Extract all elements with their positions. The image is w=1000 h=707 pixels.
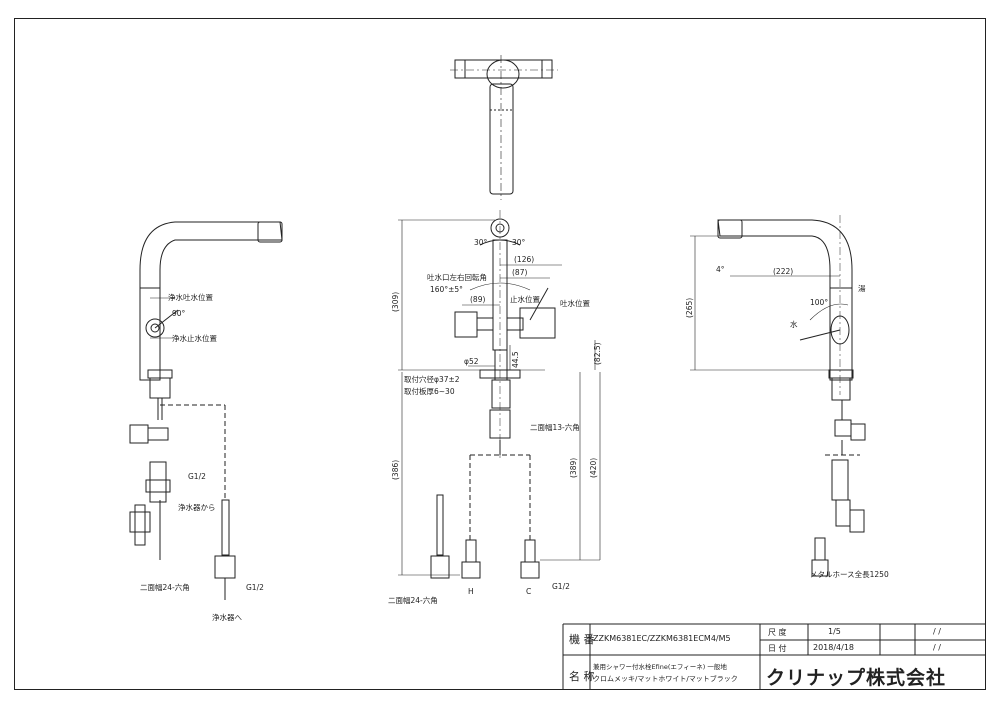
label-purified-spout-pos: 浄水吐水位置 xyxy=(168,292,213,302)
label-angle-4: 4° xyxy=(716,265,725,274)
label-water: 水 xyxy=(790,319,798,329)
label-dim-389: (389) xyxy=(569,458,578,478)
label-dim-89: (89) xyxy=(470,295,485,304)
label-dim-445: 44.5 xyxy=(511,351,520,368)
label-g12-left1: G1/2 xyxy=(188,472,206,481)
label-to-purifier: 浄水器へ xyxy=(212,612,242,622)
label-mount-thick: 取付板厚6~30 xyxy=(404,386,455,396)
label-dim-126: (126) xyxy=(514,255,534,264)
model-value: ZZKM6381EC/ZZKM6381ECM4/M5 xyxy=(593,634,731,643)
label-hex24-left: 二面幅24-六角 xyxy=(140,582,190,592)
label-angle-30-right: 30° xyxy=(512,238,526,247)
date-value: 2018/4/18 xyxy=(813,643,855,652)
model-label: 機 番 xyxy=(569,633,595,646)
label-hex13: 二面幅13-六角 xyxy=(530,422,580,432)
slash-1: / / xyxy=(933,627,941,636)
name-line-2: クロムメッキ/マットホワイト/マットブラック xyxy=(593,675,738,683)
name-line-1: 兼用シャワー付水栓Efine(エフィーネ) 一般地 xyxy=(593,663,727,671)
drawing-frame xyxy=(14,18,986,690)
label-dim-87: (87) xyxy=(512,268,527,277)
company-name: クリナップ株式会社 xyxy=(766,667,947,689)
title-block-grid xyxy=(562,623,986,690)
label-dim-420: (420) xyxy=(589,458,598,478)
label-dim-386: (386) xyxy=(391,460,400,480)
label-angle-90: 90° xyxy=(172,309,186,318)
scale-value: 1/5 xyxy=(828,627,841,636)
label-swivel-value: 160°±5° xyxy=(430,285,463,294)
date-label: 日 付 xyxy=(768,644,787,653)
scale-label: 尺 度 xyxy=(768,628,787,637)
label-hex24-center: 二面幅24-六角 xyxy=(388,595,438,605)
label-angle-100: 100° xyxy=(810,298,828,307)
top-view xyxy=(450,55,558,200)
label-angle-30-left: 30° xyxy=(474,238,488,247)
label-hot: H xyxy=(468,587,474,596)
label-spout-pos: 吐水位置 xyxy=(560,298,590,308)
label-dim-825: (82.5) xyxy=(593,342,602,365)
label-swivel: 吐水口左右回転角 xyxy=(427,272,487,282)
label-dim-309: (309) xyxy=(391,292,400,312)
name-label: 名 称 xyxy=(569,670,595,683)
label-phi52: φ52 xyxy=(464,357,479,366)
center-view xyxy=(398,210,601,579)
label-metal-hose: メタルホース全長1250 xyxy=(810,569,889,579)
label-cold: C xyxy=(526,587,531,596)
label-dim-222: (222) xyxy=(773,267,793,276)
label-dim-265: (265) xyxy=(685,298,694,318)
label-from-purifier: 浄水器から xyxy=(178,502,216,512)
label-hot-water: 湯 xyxy=(858,283,866,293)
label-g12-left2: G1/2 xyxy=(246,583,264,592)
slash-2: / / xyxy=(933,643,941,652)
right-view xyxy=(690,215,866,577)
label-purified-stop-pos: 浄水止水位置 xyxy=(172,333,217,343)
left-view xyxy=(129,221,283,600)
label-g12-center: G1/2 xyxy=(552,582,570,591)
label-stop-pos: 止水位置 xyxy=(510,294,540,304)
label-mount-hole: 取付穴径φ37±2 xyxy=(404,374,460,384)
title-block: 機 番 ZZKM6381EC/ZZKM6381ECM4/M5 尺 度 1/5 /… xyxy=(563,624,986,690)
